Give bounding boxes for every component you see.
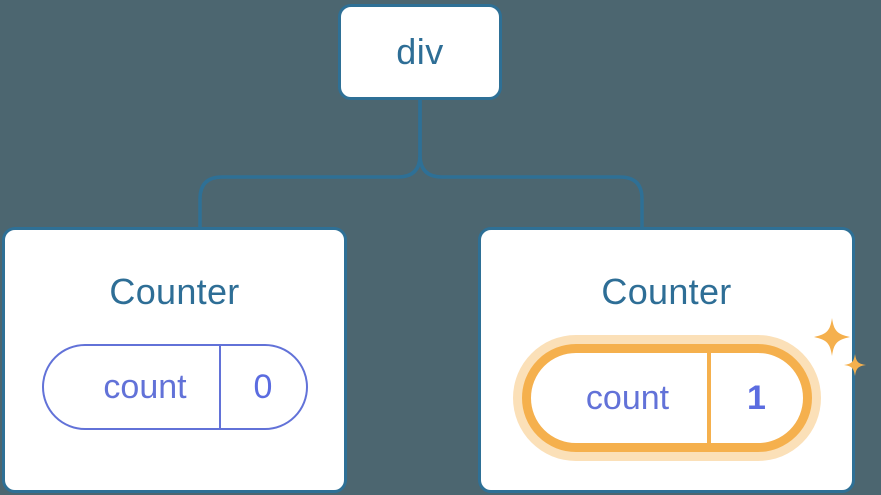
sparkle-icon-group bbox=[813, 318, 866, 376]
state-pill-wrapper: count 0 bbox=[41, 344, 308, 430]
root-node-div[interactable]: div bbox=[338, 4, 502, 100]
state-pill-wrapper-highlighted: count 1 bbox=[521, 318, 866, 452]
root-node-label: div bbox=[396, 31, 444, 72]
state-value: 1 bbox=[706, 353, 803, 443]
sparkle-small-icon bbox=[843, 354, 866, 376]
state-key: count bbox=[585, 378, 670, 417]
sparkle-large-icon bbox=[813, 318, 850, 356]
state-pill[interactable]: count 0 bbox=[41, 344, 308, 430]
component-card-counter-left[interactable]: Counter count 0 bbox=[2, 227, 347, 493]
component-title: Counter bbox=[601, 271, 732, 312]
component-card-counter-right[interactable]: Counter count 1 bbox=[478, 227, 866, 493]
state-pill-highlighted[interactable]: count 1 bbox=[521, 344, 812, 452]
component-title: Counter bbox=[109, 271, 240, 312]
state-value: 0 bbox=[218, 346, 306, 428]
state-key: count bbox=[103, 367, 187, 406]
